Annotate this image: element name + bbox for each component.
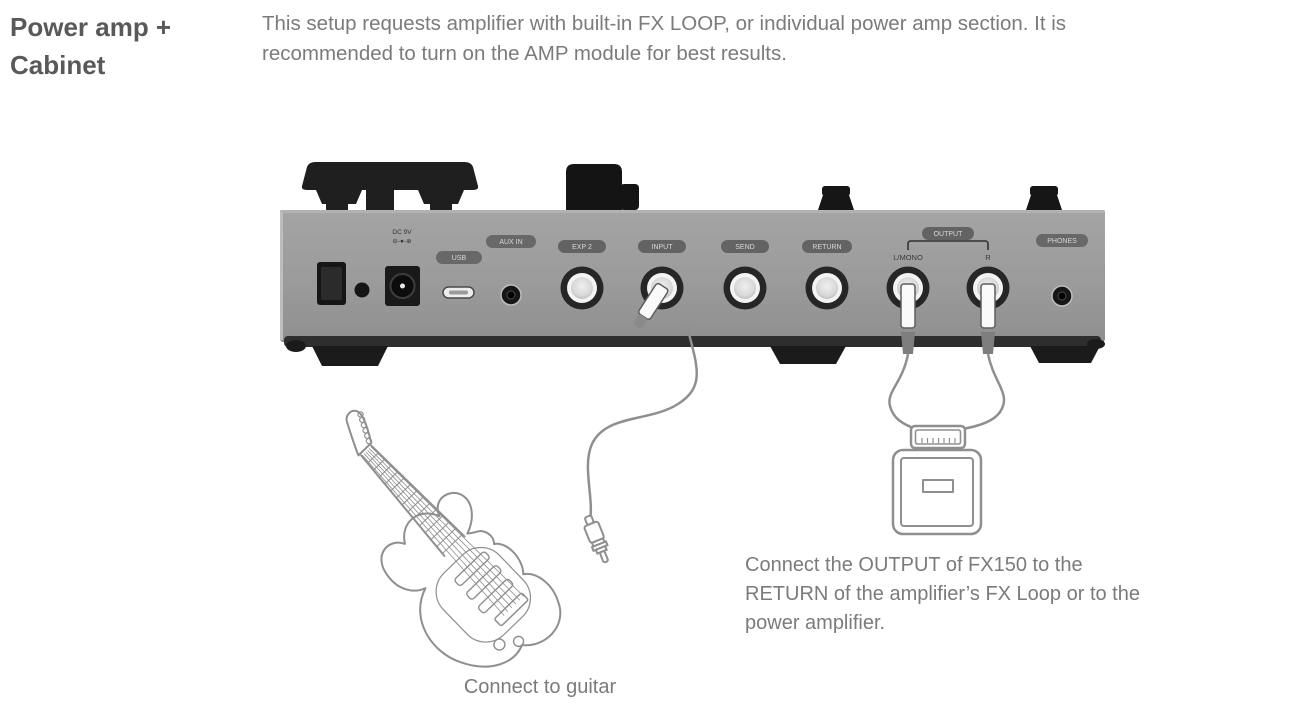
panel-left-highlight [280,212,283,340]
guitar-bridge [494,592,529,627]
rubber-feet [286,339,1105,366]
amp-caption-line3: power amplifier. [745,612,886,634]
aux-in-jack: AUX IN [486,235,536,306]
usb-label: USB [452,255,467,262]
guitar-tone-knob [512,635,525,648]
lmono-plug [900,283,916,354]
exp2-jack: EXP 2 [558,240,606,310]
aux-in-label: AUX IN [499,239,522,246]
usb-port: USB [436,251,482,299]
expression-pedal-silhouette [301,162,479,211]
exp2-label: EXP 2 [572,244,592,251]
section-title-line2: Cabinet [10,50,106,80]
guitar-cable-plug [583,514,609,564]
amplifier-illustration [891,424,983,536]
dc-label: DC 9V [392,229,412,236]
r-label: R [985,253,991,262]
guitar-pickups [454,551,514,614]
footswitch-silhouette-right [1026,186,1062,210]
section-title: Power amp + Cabinet [10,8,240,84]
guitar-body [380,491,562,668]
r-plug [980,283,996,354]
return-jack: RETURN [802,240,852,310]
send-jack: SEND [721,240,769,310]
guitar-cable [586,325,698,521]
section-title-line1: Power amp + [10,12,172,42]
guitar-strings [362,446,524,616]
dc-power-input: DC 9V ⊖-●-⊕ [385,229,420,306]
amp-head-knobs [921,438,956,443]
send-label: SEND [735,244,754,251]
input-plug [633,282,669,329]
amp-cable-left [888,353,917,431]
master-knob-silhouette [566,164,639,210]
guitar-volume-knob [493,638,506,651]
return-label: RETURN [812,244,841,251]
amp-cable-right [961,353,1006,431]
phones-label: PHONES [1047,238,1077,245]
amp-caption-line1: Connect the OUTPUT of FX150 to the [745,554,1083,576]
amp-connection-caption: Connect the OUTPUT of FX150 to the RETUR… [745,551,1305,638]
amp-logo-plate [922,479,954,493]
guitar-tuners [357,411,373,445]
dc-polarity-symbol: ⊖-●-⊕ [392,238,412,245]
footswitch-silhouette-left [818,186,854,210]
intro-line2: recommended to turn on the AMP module fo… [262,42,787,65]
guitar-pickguard [435,546,532,643]
intro-paragraph: This setup requests amplifier with built… [262,9,1302,69]
guitar-headstock [345,409,373,457]
guitar-illustration [345,409,562,668]
intro-line1: This setup requests amplifier with built… [262,12,1067,35]
guitar-connection-caption: Connect to guitar [463,676,617,698]
lmono-label: L/MONO [893,253,923,262]
output-bracket [907,240,989,250]
round-button [354,282,370,298]
fx150-back-panel: DC 9V ⊖-●-⊕ USB AUX IN [280,162,1105,366]
output-label: OUTPUT [934,231,964,238]
power-switch [317,262,346,305]
amp-caption-line2: RETURN of the amplifier’s FX Loop or to … [745,583,1140,605]
panel-bottom-shadow [284,336,1101,347]
input-label: INPUT [652,244,674,251]
panel-top-highlight [280,210,1105,213]
phones-jack: PHONES [1036,234,1088,307]
guitar-neck [360,444,466,557]
